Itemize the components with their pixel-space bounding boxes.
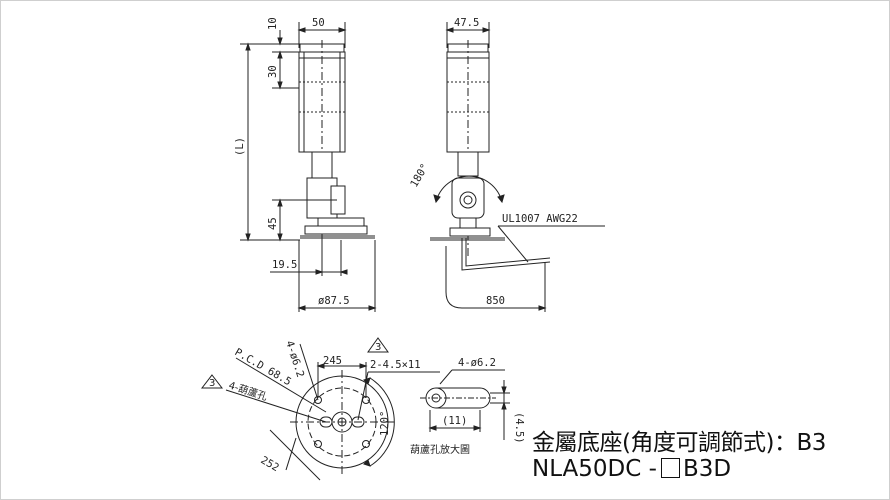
product-caption-line1: 金屬底座(角度可調節式)：B3 bbox=[532, 430, 826, 456]
base-plan: 120° 245 4-ø6.2 P.C.D 68.5 3 4-葫蘆孔 3 2-4… bbox=[200, 337, 440, 481]
detail-width-label: (4.5) bbox=[513, 412, 525, 444]
model-prefix: NLA50DC - bbox=[532, 456, 657, 482]
option-box-icon bbox=[660, 458, 680, 478]
front-length-label: (L) bbox=[234, 137, 246, 156]
product-caption-line2: NLA50DC - B3D bbox=[532, 456, 731, 482]
detail-length-label: (11) bbox=[442, 415, 467, 427]
base-spacing-label: 245 bbox=[323, 355, 342, 367]
front-base-height-label: 45 bbox=[267, 217, 279, 230]
base-note-mark-2: 3 bbox=[375, 342, 381, 353]
base-note-mark: 3 bbox=[209, 378, 215, 389]
front-tier-label: 30 bbox=[267, 65, 279, 78]
front-width-label: 50 bbox=[312, 17, 325, 29]
detail-hole-label: 4-ø6.2 bbox=[458, 357, 496, 369]
front-cap-label: 10 bbox=[267, 17, 279, 30]
slot-detail: 4-ø6.2 (11) (4.5) 葫蘆孔放大圖 bbox=[410, 357, 525, 456]
detail-caption: 葫蘆孔放大圖 bbox=[410, 443, 470, 456]
front-view: 50 10 30 ( bbox=[234, 17, 377, 312]
side-width-label: 47.5 bbox=[454, 17, 479, 29]
front-offset-label: 19.5 bbox=[272, 259, 297, 271]
base-diagonal-label: 252 bbox=[259, 454, 281, 474]
side-cable-label: UL1007 AWG22 bbox=[502, 213, 578, 225]
model-suffix: B3D bbox=[682, 456, 732, 482]
side-rotation-label: 180° bbox=[408, 162, 431, 190]
side-view: 47.5 180° UL1007 AWG22 850 bbox=[408, 17, 605, 312]
base-angle-label: 120° bbox=[379, 411, 391, 436]
base-slot-spec-label: 2-4.5×11 bbox=[370, 359, 421, 371]
base-slot-label: 4-葫蘆孔 bbox=[227, 378, 269, 403]
base-pcd-label: P.C.D 68.5 bbox=[233, 346, 294, 388]
side-cable-length-label: 850 bbox=[486, 295, 505, 307]
front-base-diameter-label: ø87.5 bbox=[318, 295, 350, 307]
